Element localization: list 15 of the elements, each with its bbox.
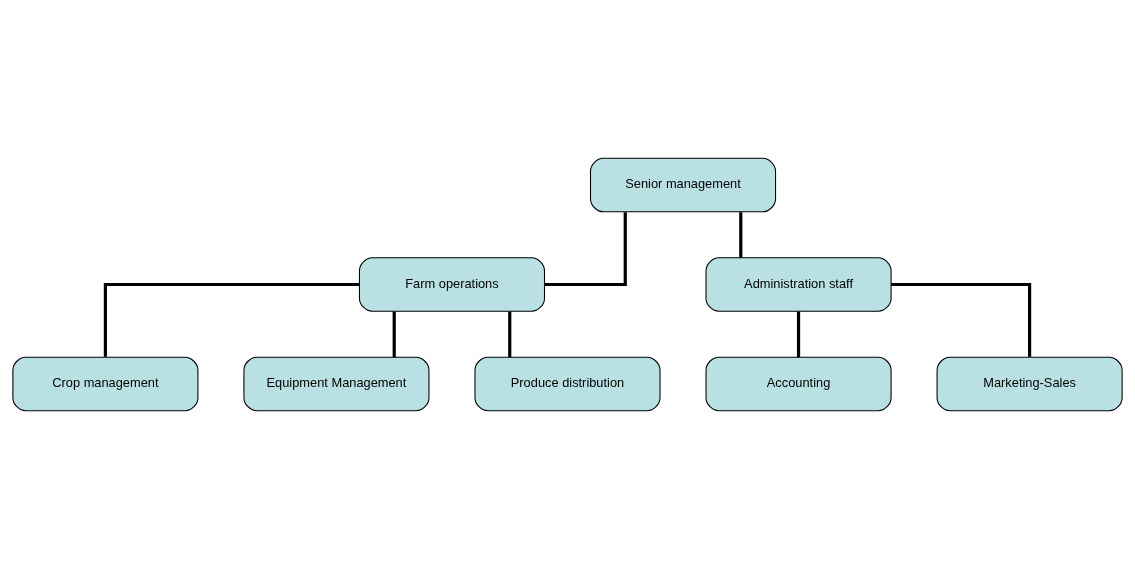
connector (796, 311, 801, 358)
connector (392, 311, 396, 358)
connector (508, 311, 512, 358)
connector (739, 212, 743, 258)
connector (103, 282, 360, 357)
node-box: Senior management (589, 157, 777, 213)
connector (544, 212, 627, 287)
connector (891, 282, 1032, 357)
node-box: Equipment Management (243, 356, 430, 412)
node-box: Produce distribution (474, 356, 661, 412)
node-box: Marketing-Sales (936, 356, 1123, 412)
node-box: Farm operations (358, 257, 546, 312)
node-box: Administration staff (705, 257, 892, 312)
node-box: Accounting (705, 356, 892, 412)
node-box: Crop management (12, 356, 199, 412)
